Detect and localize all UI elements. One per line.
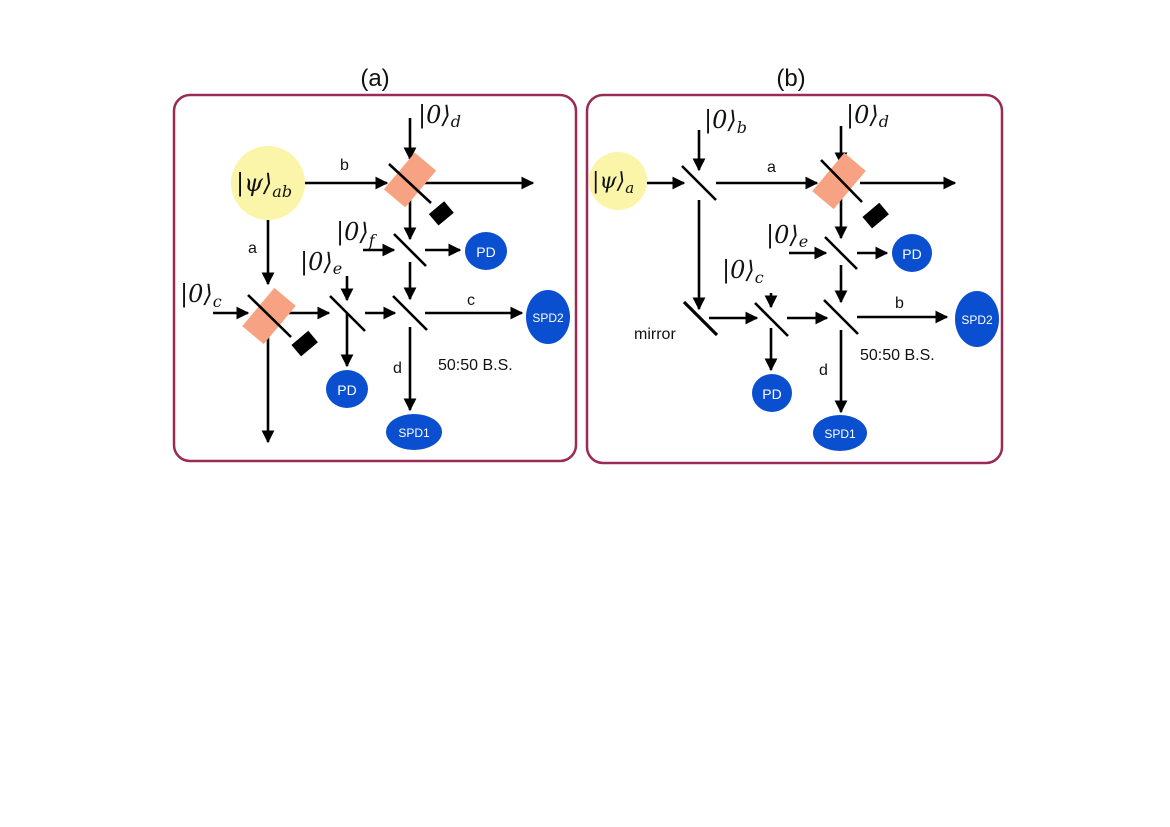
- source-psi-a-label: |ψ⟩a: [592, 169, 634, 197]
- mode-label-c: c: [467, 292, 475, 309]
- mode-label-a: a: [767, 159, 776, 176]
- bs-c: [754, 302, 789, 337]
- mode-label-b: b: [340, 157, 349, 174]
- panel-b-title: (b): [776, 65, 805, 92]
- input-c-label: |0⟩c: [180, 280, 222, 311]
- detector-pd-a1: [326, 370, 368, 408]
- detector-spd2-a: [526, 290, 570, 344]
- mode-label-b: b: [895, 295, 904, 312]
- detector-spd1-b: [813, 415, 867, 451]
- bs-final: [392, 295, 428, 331]
- detector-spd1-b-label: SPD1: [824, 427, 856, 441]
- detector-spd2-a-label: SPD2: [532, 311, 564, 325]
- input-f-label: |0⟩f: [336, 218, 378, 250]
- bs-e: [824, 236, 858, 270]
- panel-b-beam-splitters: [681, 165, 859, 337]
- panel-a-title: (a): [360, 65, 389, 92]
- source-psi-ab: [231, 146, 305, 220]
- input-d-label: |0⟩d: [418, 101, 461, 131]
- input-d-label: |0⟩d: [846, 101, 889, 131]
- detector-spd2-b: [955, 291, 999, 347]
- input-b-label: |0⟩b: [704, 106, 747, 137]
- coupler-b: [383, 152, 437, 208]
- detector-pd-b2: [892, 234, 932, 272]
- beam-dump-a: [291, 330, 318, 357]
- source-psi-ab-label: |ψ⟩ab: [236, 169, 292, 201]
- detector-pd-b2-label: PD: [902, 246, 921, 262]
- input-e-label: |0⟩e: [766, 221, 808, 251]
- coupler-a: [812, 152, 866, 210]
- coupler-a-splitter: [247, 294, 292, 338]
- bs-final: [823, 299, 859, 335]
- panel-a-border: [172, 93, 578, 463]
- mode-label-d: d: [393, 360, 402, 377]
- bs-e: [329, 295, 366, 332]
- mode-label-a: a: [248, 240, 257, 257]
- beam-dump: [862, 202, 889, 229]
- bs-50-50-label: 50:50 B.S.: [438, 357, 513, 374]
- detector-pd-a2-label: PD: [476, 244, 495, 260]
- detector-spd2-b-label: SPD2: [961, 313, 993, 327]
- bs-50-50-label: 50:50 B.S.: [860, 347, 935, 364]
- bs-f: [393, 233, 427, 267]
- panel-a-beam-splitters: [329, 233, 428, 332]
- bs-input: [681, 165, 717, 201]
- mirror: [682, 300, 719, 337]
- mirror-label: mirror: [634, 326, 676, 343]
- detector-pd-b1-label: PD: [762, 386, 781, 402]
- detector-pd-a1-label: PD: [337, 382, 356, 398]
- input-c-label: |0⟩c: [722, 256, 764, 287]
- detector-spd1-a-label: SPD1: [398, 426, 430, 440]
- panel-a: (a) |ψ⟩ab: [172, 65, 578, 463]
- detector-pd-b1: [752, 374, 792, 412]
- detector-pd-a2: [465, 232, 507, 270]
- beam-dump-b: [428, 201, 454, 226]
- input-e-label: |0⟩e: [300, 248, 342, 278]
- panel-b-border: [585, 93, 1004, 465]
- coupler-b-splitter: [388, 163, 432, 204]
- source-psi-a: [589, 152, 647, 210]
- coupler-a-splitter: [820, 159, 863, 203]
- panel-b: (b) |ψ⟩a: [585, 65, 1004, 465]
- mode-label-d: d: [819, 362, 828, 379]
- detector-spd1-a: [386, 414, 442, 450]
